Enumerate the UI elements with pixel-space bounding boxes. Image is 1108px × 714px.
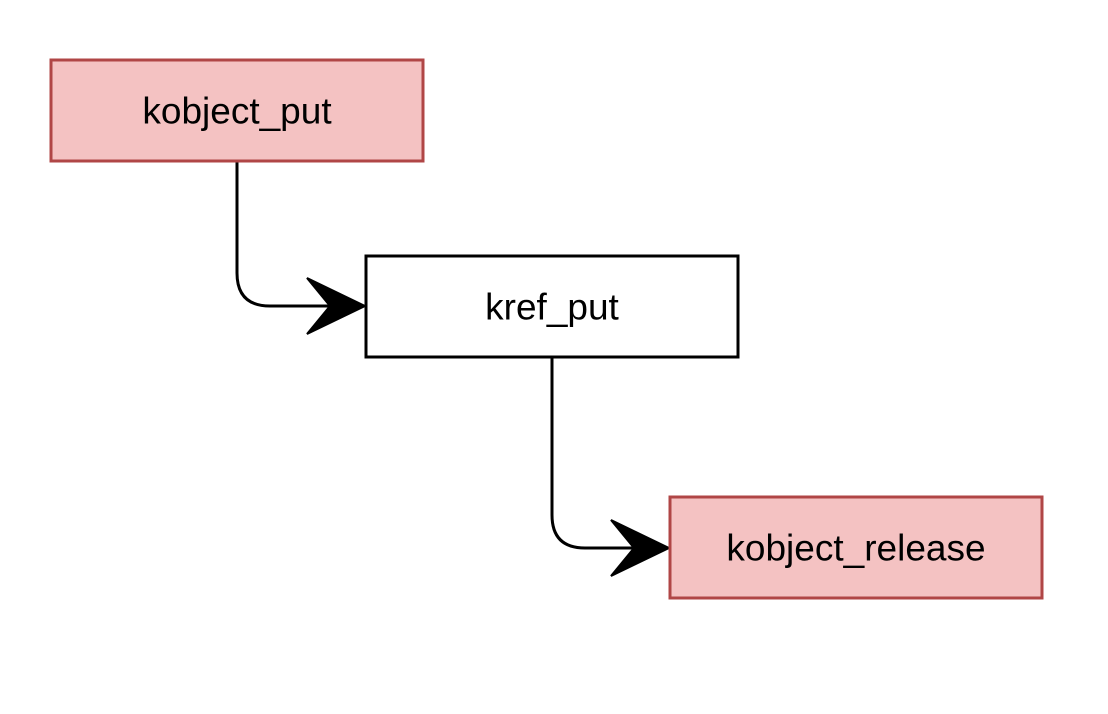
- node-border: [364, 254, 740, 359]
- edge-line: [550, 357, 634, 550]
- node-kobject-put: kobject_put: [49, 58, 425, 163]
- node-box: [670, 497, 1042, 598]
- edge-kref-put-to-kobject-release: [550, 357, 672, 577]
- arrowhead-icon: [306, 277, 368, 335]
- node-kobject-release: kobject_release: [668, 495, 1044, 600]
- arrowhead-icon: [610, 519, 672, 577]
- node-label: kref_put: [485, 287, 619, 328]
- node-box: [366, 256, 738, 357]
- node-kref-put: kref_put: [364, 254, 740, 359]
- node-border: [668, 495, 1044, 600]
- node-border: [49, 58, 425, 163]
- edge-kobject-put-to-kref-put: [235, 162, 368, 335]
- edge-line: [235, 162, 330, 308]
- node-box: [51, 60, 423, 161]
- node-label: kobject_release: [726, 528, 985, 569]
- node-label: kobject_put: [142, 91, 332, 132]
